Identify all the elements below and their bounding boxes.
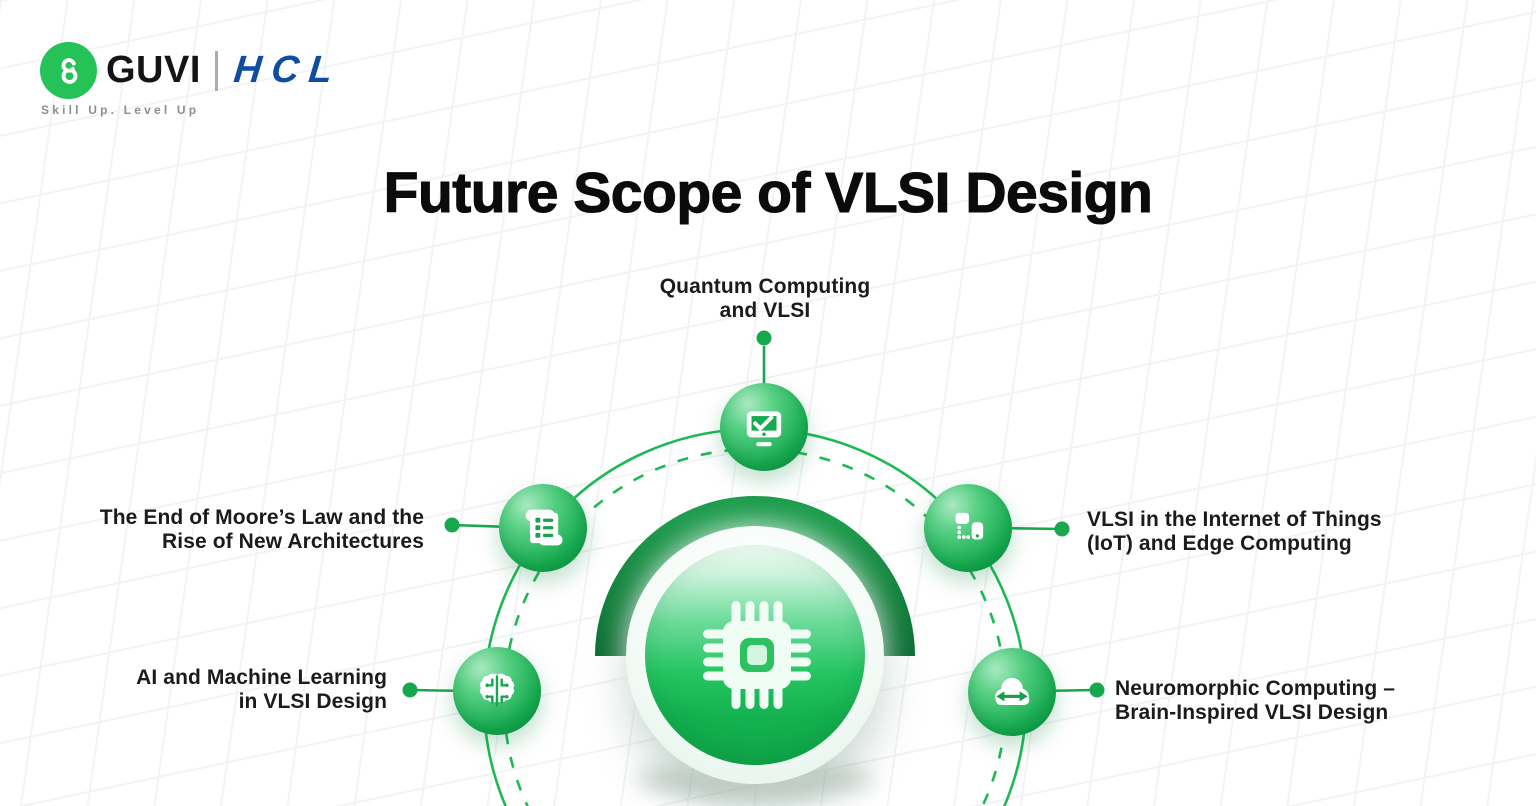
page-title: Future Scope of VLSI Design bbox=[383, 160, 1153, 225]
header-logo: GUVI HCL bbox=[40, 42, 345, 99]
node-moores-law bbox=[499, 484, 587, 572]
label-neuromorphic: Neuromorphic Computing – Brain-Inspired … bbox=[1115, 677, 1396, 724]
label-ai-ml: AI and Machine Learning in VLSI Design bbox=[136, 666, 387, 713]
label-quantum-computing: Quantum Computing and VLSI bbox=[659, 275, 871, 322]
connector-dots bbox=[402, 330, 1105, 698]
node-ai-ml bbox=[453, 647, 541, 735]
logo-tagline: Skill Up. Level Up bbox=[41, 103, 200, 117]
node-neuromorphic bbox=[968, 648, 1056, 736]
guvi-g-glyph bbox=[61, 57, 77, 84]
label-iot-edge: VLSI in the Internet of Things (IoT) and… bbox=[1087, 508, 1382, 555]
node-iot-edge bbox=[924, 484, 1012, 572]
monitor-check-icon bbox=[746, 411, 782, 447]
hcl-wordmark: HCL bbox=[231, 49, 345, 91]
guvi-wordmark: GUVI bbox=[106, 49, 201, 91]
scroll-list-icon bbox=[525, 509, 563, 546]
label-moores-law: The End of Moore’s Law and the Rise of N… bbox=[99, 506, 424, 553]
cloud-sync-icon bbox=[995, 677, 1030, 705]
logo-divider bbox=[214, 50, 218, 91]
iot-devices-icon bbox=[955, 512, 984, 540]
vlsi-chip-icon bbox=[687, 585, 827, 725]
brain-circuit-icon bbox=[479, 673, 515, 707]
guvi-logo-icon bbox=[40, 42, 97, 99]
node-quantum-computing bbox=[720, 383, 808, 471]
center-arc-ring bbox=[595, 496, 915, 657]
